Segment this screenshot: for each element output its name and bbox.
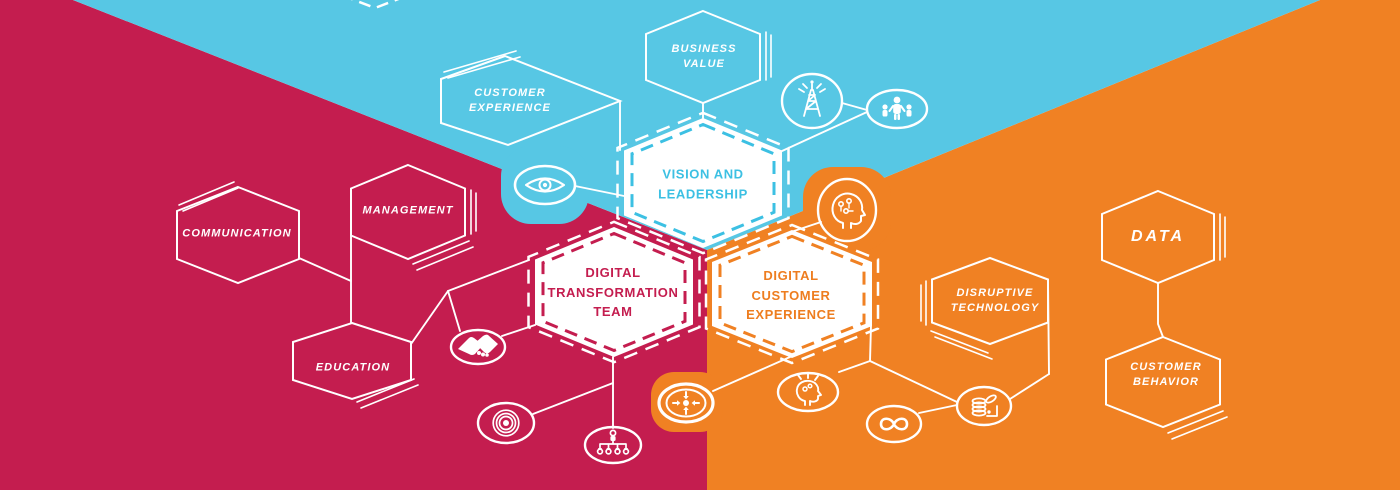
hexagon-data: [1101, 189, 1215, 285]
region-orange: [707, 0, 1400, 490]
hexagon-communication: [176, 185, 300, 285]
handshake-icon: [449, 328, 507, 366]
label-vision-leadership: VISION AND LEADERSHIP: [658, 166, 748, 202]
accent-lines: [178, 31, 1228, 440]
hexagon-business-value: [645, 9, 761, 105]
label-data: DATA: [1130, 228, 1186, 246]
hexagon-digital-customer-experience: [712, 230, 872, 358]
idea-head-icon: [776, 371, 840, 413]
label-education: EDUCATION: [315, 361, 391, 374]
hexagon-education: [292, 321, 412, 401]
antenna-icon: [780, 72, 844, 130]
org-chart-icon: [583, 425, 643, 465]
label-business-value: BUSINESS VALUE: [671, 43, 737, 70]
family-icon: [865, 88, 929, 130]
hexagon-customer-behavior: [1105, 335, 1221, 429]
label-customer-experience: CUSTOMER EXPERIENCE: [469, 87, 551, 114]
hexagon-vision-leadership: [624, 118, 782, 248]
converge-arrows-icon: [657, 382, 715, 424]
infinity-icon: [865, 404, 923, 444]
label-customer-behavior: CUSTOMER BEHAVIOR: [1130, 361, 1202, 388]
icons: [449, 72, 1013, 465]
head-circuit-icon: [816, 177, 878, 243]
hexagon-digital-transformation-team: [535, 227, 693, 357]
target-icon: [476, 401, 536, 445]
hexagon-customer-experience: [440, 54, 623, 147]
label-disruptive-technology: DISRUPTIVE TECHNOLOGY: [950, 287, 1040, 314]
hexagon-management: [350, 163, 466, 261]
coins-icon: [955, 385, 1013, 427]
label-management: MANAGEMENT: [362, 204, 454, 217]
sub-hexagons: [176, 9, 1221, 429]
label-digital-customer-experience: DIGITAL CUSTOMER EXPERIENCE: [746, 267, 836, 322]
hexagon-disruptive-technology: [931, 256, 1049, 346]
connector-lines: [298, 100, 1164, 429]
eye-icon: [513, 164, 577, 206]
label-digital-transformation-team: DIGITAL TRANSFORMATION TEAM: [547, 264, 679, 319]
label-communication: COMMUNICATION: [182, 227, 292, 240]
region-crimson: [0, 0, 707, 490]
